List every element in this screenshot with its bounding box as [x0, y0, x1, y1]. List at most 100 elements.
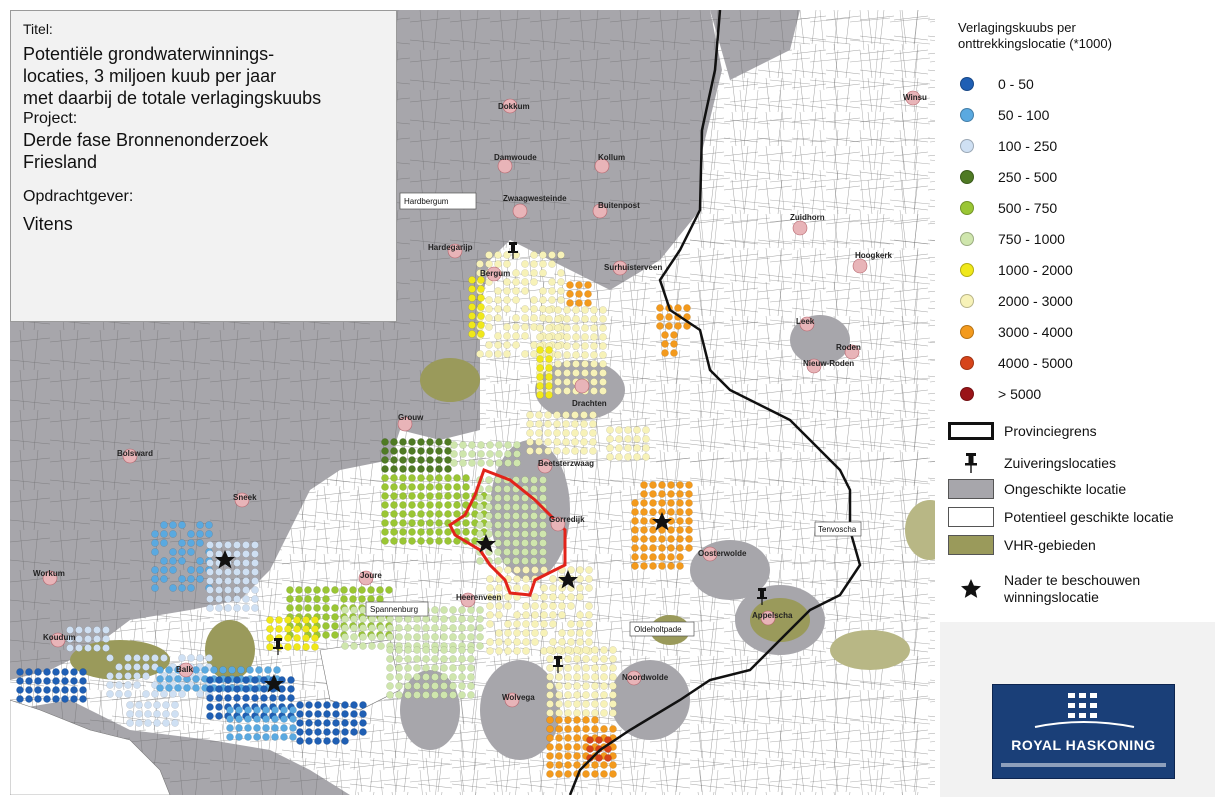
extraction-dot: [386, 633, 394, 641]
extraction-dot: [266, 625, 274, 633]
extraction-dot: [609, 646, 617, 654]
extraction-dot: [313, 595, 321, 603]
place-label: Bolsward: [117, 449, 153, 458]
extraction-dot: [435, 456, 443, 464]
extraction-dot: [531, 638, 539, 646]
extraction-dot: [296, 701, 304, 709]
extraction-dot: [567, 629, 575, 637]
extraction-dot: [564, 716, 572, 724]
extraction-dot: [576, 629, 584, 637]
extraction-dot: [530, 314, 538, 322]
extraction-dot: [350, 642, 358, 650]
extraction-dot: [575, 290, 583, 298]
extraction-dot: [235, 706, 243, 714]
extraction-dot: [683, 304, 691, 312]
legend-class-row: 100 - 250: [940, 136, 1057, 156]
extraction-dot: [449, 646, 457, 654]
extraction-dot: [368, 615, 376, 623]
extraction-dot: [151, 566, 159, 574]
extraction-dot: [530, 278, 538, 286]
extraction-dot: [535, 447, 543, 455]
extraction-dot: [332, 701, 340, 709]
extraction-dot: [271, 724, 279, 732]
extraction-dot: [572, 315, 580, 323]
extraction-dot: [187, 575, 195, 583]
extraction-dot: [494, 296, 502, 304]
town-marker: [592, 203, 608, 219]
extraction-dot: [264, 666, 272, 674]
extraction-dot: [459, 441, 467, 449]
extraction-dot: [435, 438, 443, 446]
extraction-dot: [476, 557, 484, 565]
extraction-dot: [548, 287, 556, 295]
extraction-dot: [244, 724, 252, 732]
extraction-dot: [504, 441, 512, 449]
extraction-dot: [600, 673, 608, 681]
extraction-dot: [539, 494, 547, 502]
extraction-dot: [390, 447, 398, 455]
extraction-dot: [242, 595, 250, 603]
extraction-dot: [151, 584, 159, 592]
extraction-dot: [43, 695, 51, 703]
extraction-dot: [70, 668, 78, 676]
extraction-dot: [674, 304, 682, 312]
legend-title: Verlagingskuubs per onttrekkingslocatie …: [958, 20, 1112, 51]
extraction-dot: [440, 655, 448, 663]
extraction-dot: [581, 333, 589, 341]
extraction-dot: [531, 620, 539, 628]
unsuitable-blob-wolvega: [480, 660, 560, 760]
extraction-dot: [546, 655, 554, 663]
extraction-dot: [289, 706, 297, 714]
extraction-dot: [408, 474, 416, 482]
vhr-area: [205, 620, 255, 680]
extraction-dot: [322, 586, 330, 594]
extraction-dot: [215, 595, 223, 603]
extraction-dot: [513, 611, 521, 619]
extraction-dot: [546, 664, 554, 672]
extraction-dot: [503, 296, 511, 304]
extraction-dot: [413, 664, 421, 672]
extraction-dot: [160, 690, 168, 698]
extraction-dot: [79, 668, 87, 676]
extraction-dot: [530, 305, 538, 313]
extraction-dot: [545, 382, 553, 390]
extraction-dot: [521, 539, 529, 547]
extraction-dot: [544, 447, 552, 455]
extraction-dot: [564, 743, 572, 751]
extraction-dot: [600, 655, 608, 663]
extraction-dot: [546, 673, 554, 681]
extraction-dot: [512, 548, 520, 556]
extraction-dot: [555, 734, 563, 742]
extraction-dot: [124, 672, 132, 680]
extraction-dot: [408, 447, 416, 455]
extraction-dot: [219, 666, 227, 674]
extraction-dot: [576, 584, 584, 592]
extraction-dot: [606, 435, 614, 443]
extraction-dot: [226, 715, 234, 723]
extraction-dot: [521, 332, 529, 340]
place-label: Surhuisterveen: [604, 263, 662, 272]
extraction-dot: [381, 438, 389, 446]
extraction-dot: [449, 606, 457, 614]
extraction-dot: [183, 684, 191, 692]
extraction-dot: [244, 733, 252, 741]
extraction-dot: [549, 602, 557, 610]
extraction-dot: [196, 566, 204, 574]
extraction-dot: [153, 710, 161, 718]
extraction-dot: [449, 633, 457, 641]
extraction-dot: [359, 633, 367, 641]
legend-class-row: 3000 - 4000: [940, 322, 1073, 342]
extraction-dot: [215, 604, 223, 612]
extraction-dot: [162, 719, 170, 727]
extraction-dot: [260, 685, 268, 693]
extraction-dot: [251, 577, 259, 585]
extraction-dot: [206, 604, 214, 612]
extraction-dot: [453, 492, 461, 500]
extraction-dot: [444, 483, 452, 491]
extraction-dot: [633, 426, 641, 434]
extraction-dot: [585, 566, 593, 574]
extraction-dot: [251, 685, 259, 693]
extraction-dot: [462, 483, 470, 491]
extraction-dot: [302, 643, 310, 651]
place-label: Beetsterzwaag: [538, 459, 594, 468]
